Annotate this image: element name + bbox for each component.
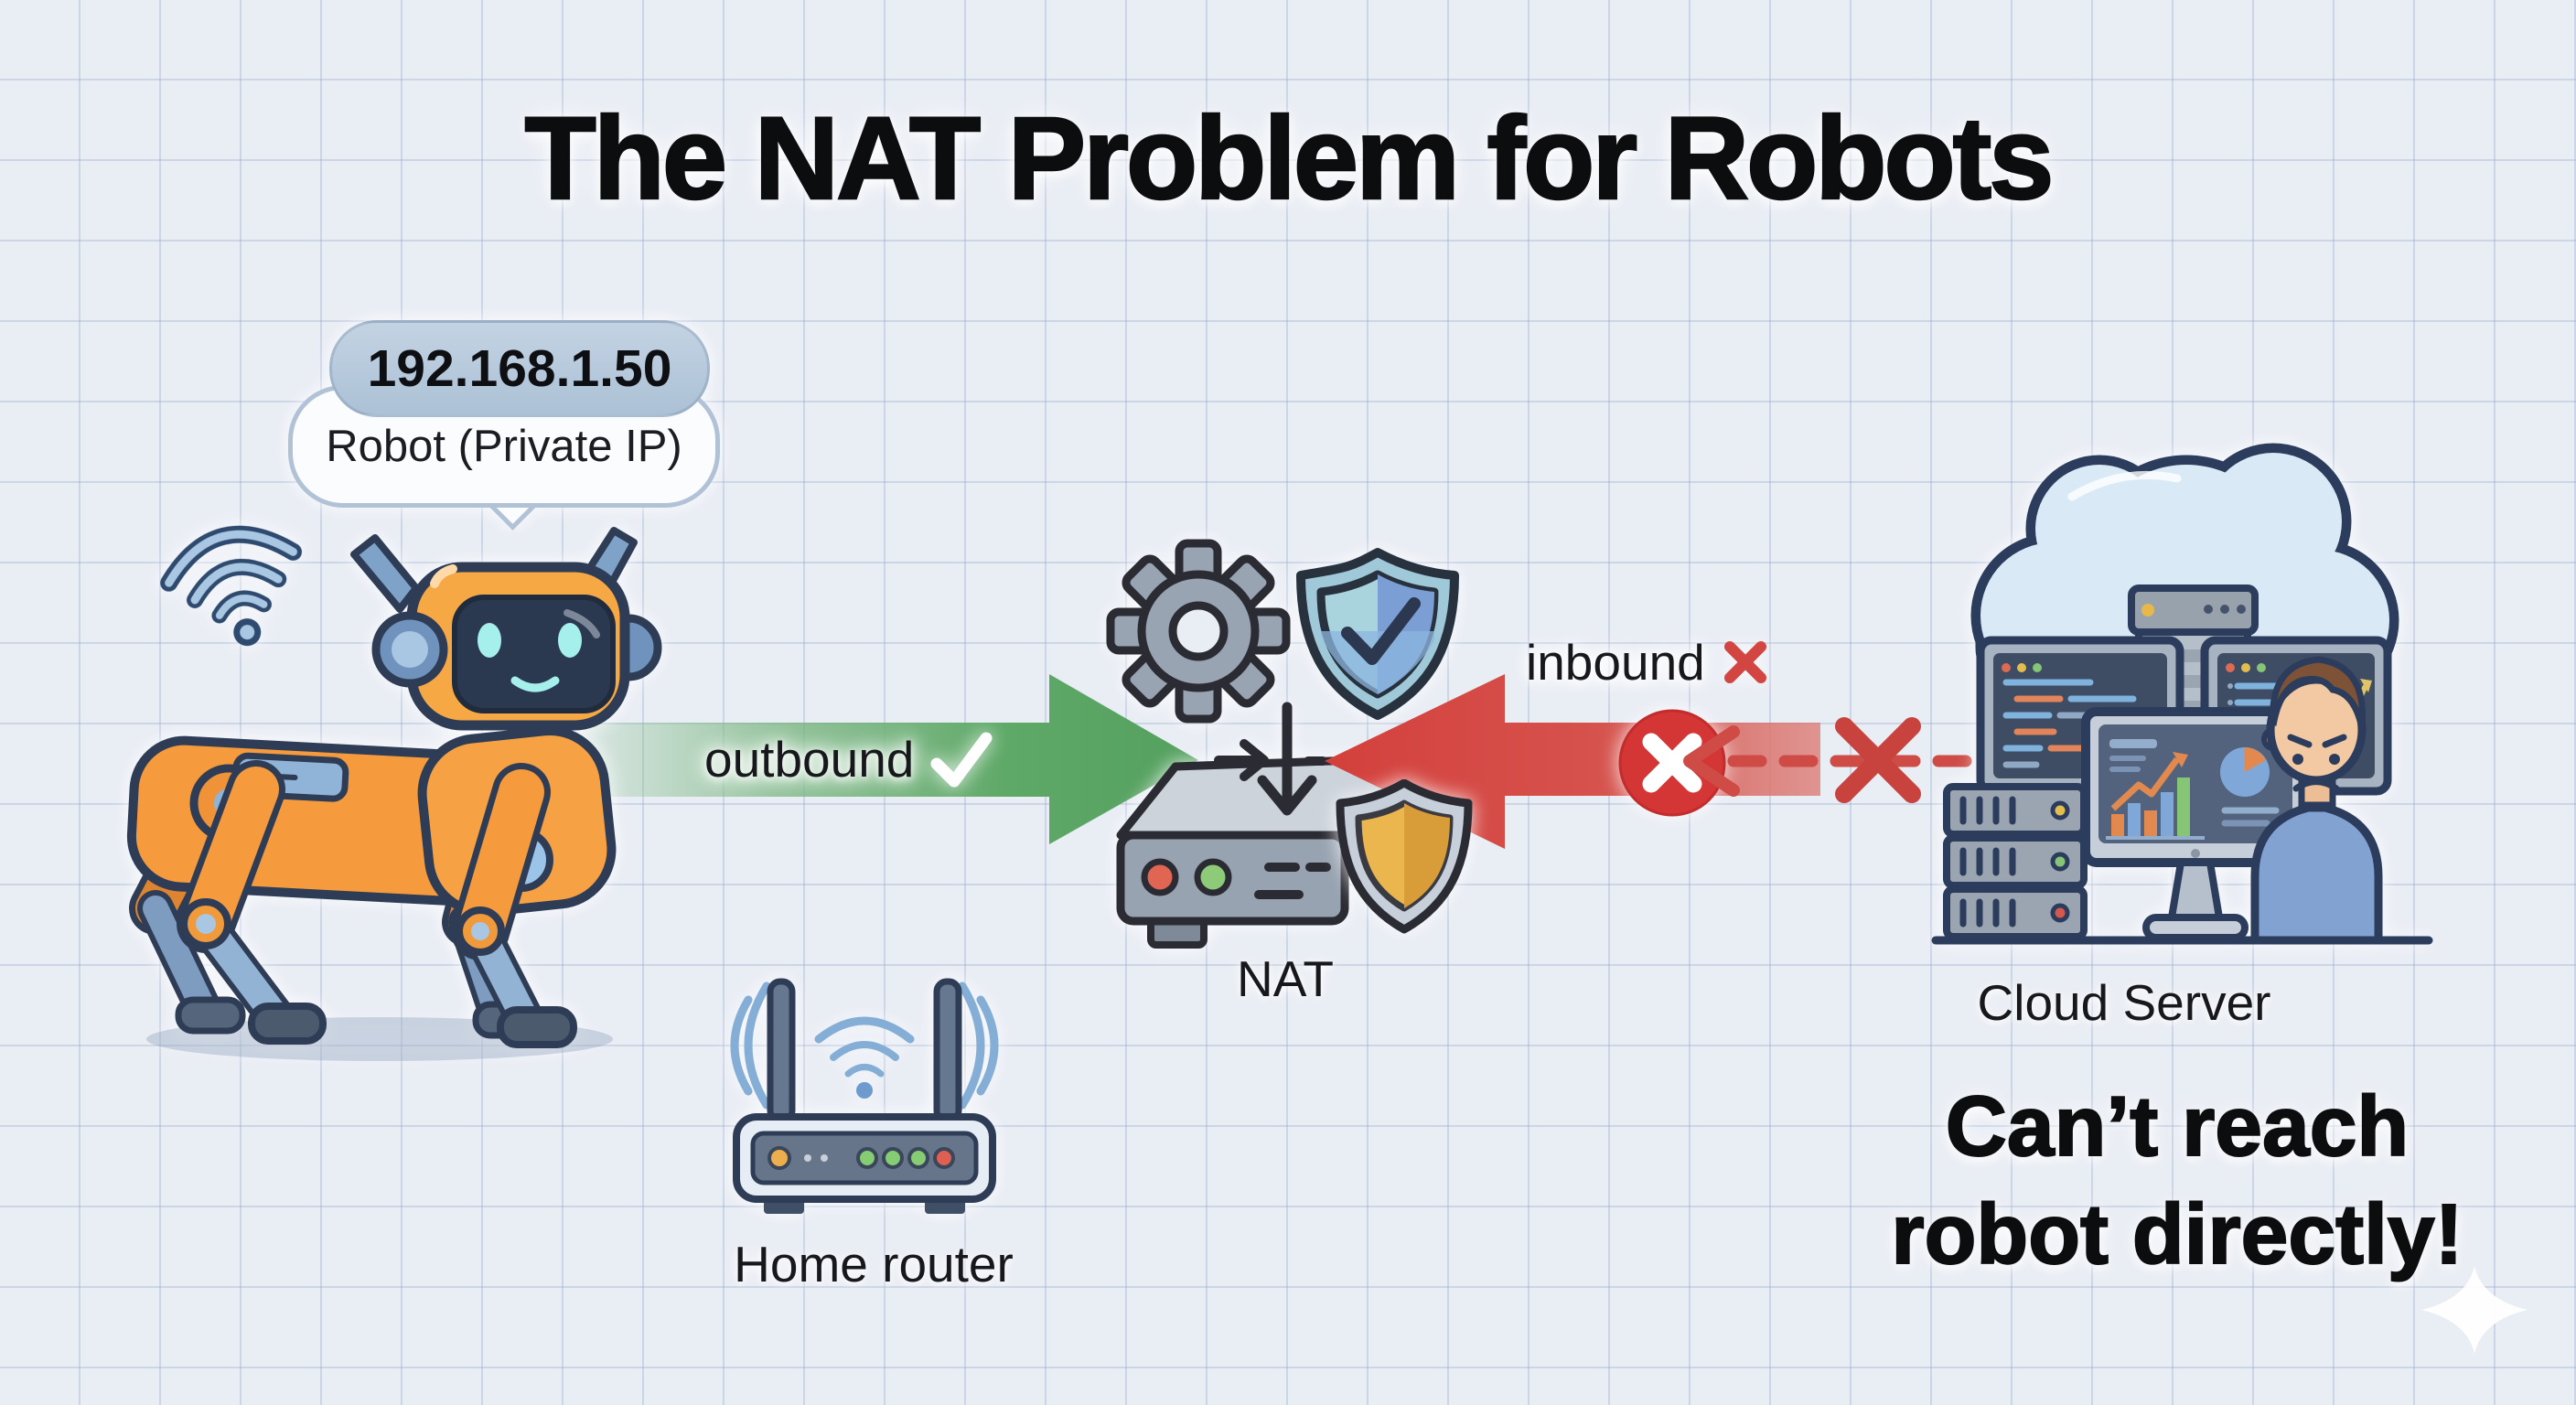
- circle-cross-icon: [1618, 709, 1726, 817]
- dashboard-monitor-icon: [2081, 707, 2310, 941]
- gear-icon: [1106, 539, 1291, 724]
- warning-line-1: Can’t reach: [1945, 1078, 2410, 1174]
- page-title: The NAT Problem for Robots: [523, 92, 2055, 226]
- home-router-label: Home router: [734, 1236, 1014, 1292]
- dashed-path-cross-icon: [1835, 717, 1921, 803]
- warning-text: Can’t reach robot directly!: [1866, 1072, 2488, 1288]
- outbound-arrow: [549, 674, 1198, 844]
- outbound-label: outbound: [704, 731, 915, 788]
- shield-check-icon: [1296, 548, 1459, 720]
- dashed-arrow: [1683, 725, 2029, 797]
- nat-label: NAT: [1237, 950, 1334, 1007]
- sparkle-icon: [2421, 1266, 2528, 1354]
- warning-line-2: robot directly!: [1890, 1185, 2463, 1282]
- robot-ip-bubble: Robot (Private IP) 192.168.1.50: [288, 316, 755, 563]
- cross-icon: [1723, 641, 1766, 683]
- robot-ip: 192.168.1.50: [329, 320, 710, 417]
- robot-head: [350, 527, 662, 731]
- server-rack-icon: [1943, 783, 2088, 940]
- nat-device-cluster: [1106, 539, 1459, 949]
- inbound-label: inbound: [1526, 634, 1705, 691]
- cloud-server-illustration: [1931, 443, 2433, 945]
- frustrated-person-icon: [2250, 656, 2383, 945]
- cloud-server-label: Cloud Server: [1977, 974, 2271, 1031]
- gold-shield-icon: [1336, 779, 1473, 934]
- robot-dog-icon: [126, 527, 662, 1061]
- home-router-icon: [730, 978, 999, 1214]
- inbound-label-row: inbound: [1526, 633, 1771, 692]
- wifi-icon: [160, 525, 303, 647]
- robot-near-legs: [177, 760, 577, 1048]
- check-icon: [930, 732, 993, 788]
- outbound-label-row: outbound: [704, 730, 994, 788]
- nat-translation-arrows: [1214, 702, 1327, 816]
